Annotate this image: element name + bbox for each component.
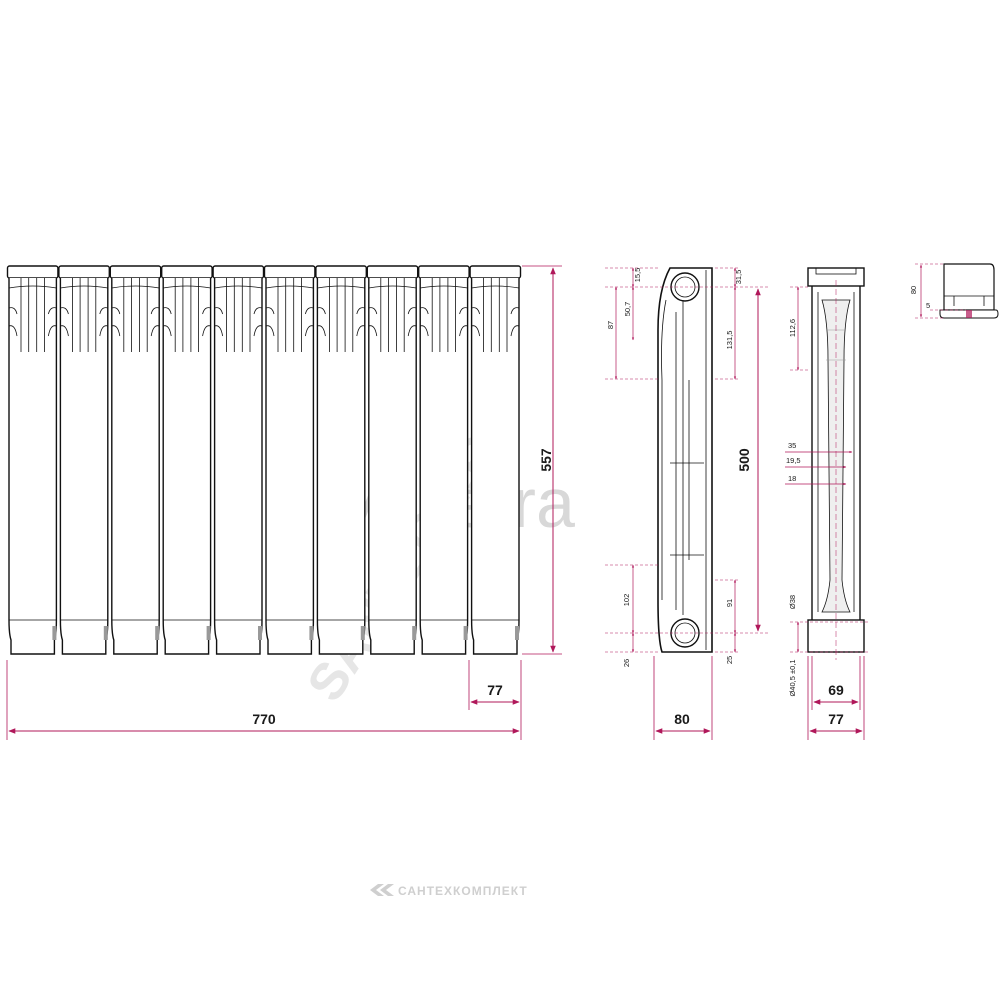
dim-87: 87 bbox=[606, 321, 615, 329]
section-view: 112,6 35 19,5 18 Ø38 Ø40,5 ±0,1 69 77 bbox=[785, 267, 870, 740]
radiator-section bbox=[469, 265, 522, 655]
dim-15-5: 15,5 bbox=[633, 268, 642, 283]
dim-112-6: 112,6 bbox=[788, 319, 797, 337]
side-view: 15,5 50,7 87 31,5 131,5 102 26 91 25 500… bbox=[605, 267, 770, 740]
detail-view: 80 5 bbox=[909, 263, 999, 319]
dim-19-5: 19,5 bbox=[786, 456, 801, 465]
radiator-section bbox=[109, 265, 162, 655]
height-557-label: 557 bbox=[538, 448, 554, 472]
dim-102: 102 bbox=[622, 594, 631, 607]
company-name: САНТЕХКОМПЛЕКТ bbox=[398, 884, 528, 898]
dim-diam-40-5: Ø40,5 ±0,1 bbox=[788, 659, 797, 696]
dim-25: 25 bbox=[725, 656, 734, 664]
radiator-section bbox=[212, 265, 265, 655]
radiator-section bbox=[418, 265, 470, 655]
dim-diam-38: Ø38 bbox=[788, 595, 797, 609]
dim-31-5: 31,5 bbox=[734, 270, 743, 285]
radiator-section bbox=[263, 265, 316, 655]
dim-detail-80: 80 bbox=[909, 286, 918, 294]
section-width-dims bbox=[785, 450, 853, 486]
front-extension-lines bbox=[6, 265, 562, 740]
dim-detail-5: 5 bbox=[926, 301, 930, 310]
dim-18: 18 bbox=[788, 474, 796, 483]
radiator-section bbox=[6, 265, 59, 655]
side-small-dims bbox=[614, 267, 737, 653]
dim-131-5: 131,5 bbox=[725, 331, 734, 350]
radiator-sections bbox=[6, 265, 522, 655]
depth-80-label: 80 bbox=[674, 711, 690, 727]
dim-91: 91 bbox=[725, 599, 734, 607]
width-69-label: 69 bbox=[828, 682, 844, 698]
dim-35: 35 bbox=[788, 441, 796, 450]
radiator-section bbox=[315, 265, 367, 655]
radiator-section bbox=[366, 265, 419, 655]
radiator-section bbox=[160, 265, 213, 655]
radiator-section bbox=[58, 265, 111, 655]
company-logo-icon bbox=[370, 884, 394, 896]
dim-50-7: 50,7 bbox=[623, 302, 632, 317]
footer: САНТЕХКОМПЛЕКТ bbox=[370, 884, 528, 898]
front-view: 557 770 77 bbox=[6, 265, 562, 740]
height-500-label: 500 bbox=[736, 448, 752, 472]
dim-26: 26 bbox=[622, 659, 631, 667]
section-77-label: 77 bbox=[487, 682, 503, 698]
depth-extension bbox=[653, 656, 713, 740]
section-extension-lines bbox=[790, 286, 870, 653]
width-77-label: 77 bbox=[828, 711, 844, 727]
section-bottom-extension bbox=[807, 656, 865, 740]
width-770-label: 770 bbox=[252, 711, 276, 727]
